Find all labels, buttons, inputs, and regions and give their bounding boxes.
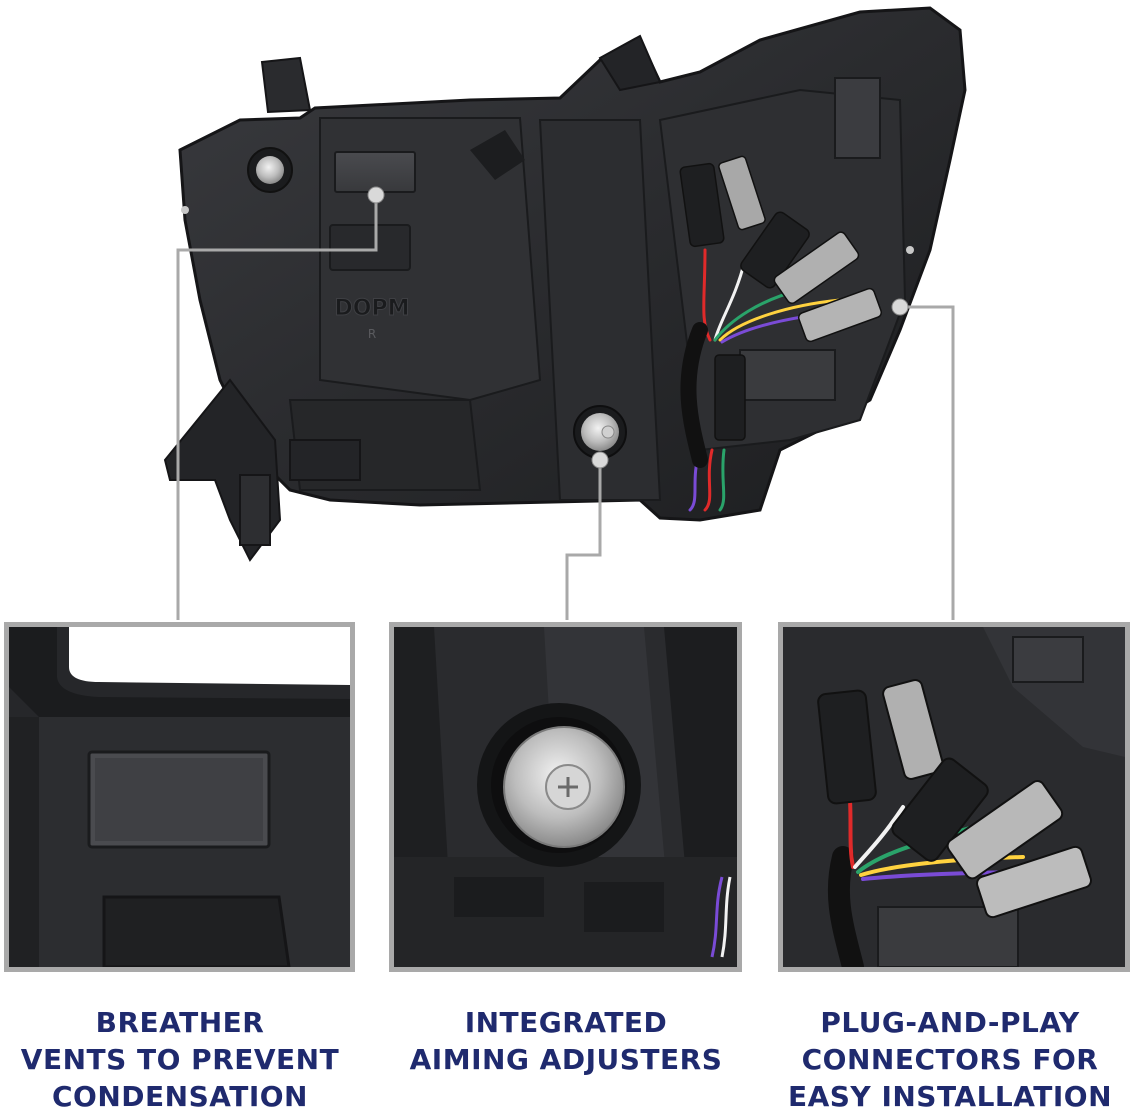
caption-line: EASY INSTALLATION <box>787 1080 1113 1113</box>
callout-marker-aiming <box>591 451 609 469</box>
breather-vent-closeup <box>9 627 350 967</box>
caption-line: CONDENSATION <box>51 1080 308 1113</box>
caption-line: INTEGRATED <box>464 1006 668 1039</box>
connectors-closeup <box>783 627 1125 967</box>
detail-panel-breather-vent <box>4 622 355 972</box>
aiming-adjuster-closeup <box>394 627 737 967</box>
headlight-housing <box>163 6 967 562</box>
callout-marker-breather <box>367 186 385 204</box>
detail-panel-connectors <box>778 622 1130 972</box>
caption-line: AIMING ADJUSTERS <box>409 1043 723 1076</box>
caption-line: PLUG-AND-PLAY <box>820 1006 1080 1039</box>
caption-line: CONNECTORS FOR <box>801 1043 1099 1076</box>
caption-breather-vents: BREATHER VENTS TO PREVENT CONDENSATION <box>0 1004 360 1114</box>
callout-line-connectors <box>900 305 955 620</box>
caption-line: BREATHER <box>95 1006 265 1039</box>
callout-line-aiming <box>565 460 602 620</box>
housing-emboss-label: DOPM <box>335 296 410 321</box>
caption-line: VENTS TO PREVENT <box>20 1043 340 1076</box>
callout-marker-connectors <box>891 298 909 316</box>
callout-lines <box>176 196 955 620</box>
caption-plug-and-play-connectors: PLUG-AND-PLAY CONNECTORS FOR EASY INSTAL… <box>768 1004 1132 1114</box>
callout-line-breather <box>176 196 378 620</box>
caption-aiming-adjusters: INTEGRATED AIMING ADJUSTERS <box>380 1004 752 1114</box>
detail-panel-aiming-adjuster <box>389 622 742 972</box>
housing-emboss-sublabel: R <box>368 327 376 341</box>
headlight-rear-view: DOPM R <box>163 6 967 620</box>
